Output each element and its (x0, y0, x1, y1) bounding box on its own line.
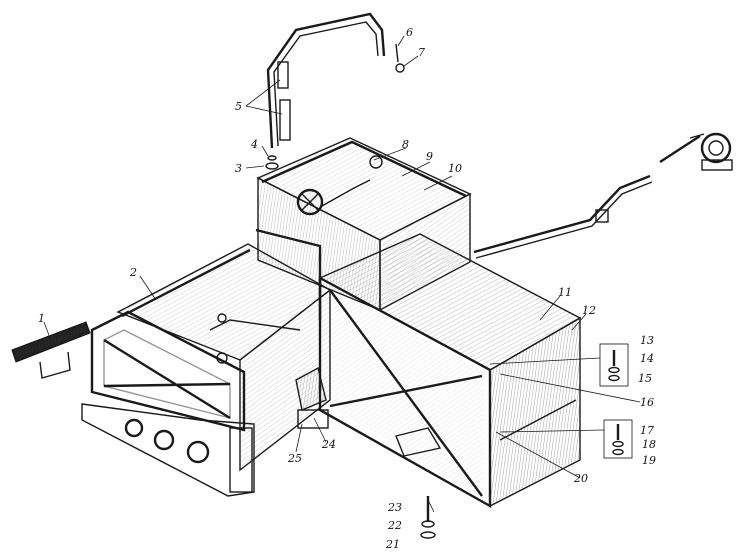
front-support-frame (81, 310, 255, 497)
label-6: 6 (406, 26, 413, 39)
label-16: 16 (640, 396, 654, 409)
label-18: 18 (642, 438, 656, 451)
label-2: 2 (129, 266, 137, 279)
label-22: 22 (387, 519, 402, 532)
fastener-set-13-15 (599, 343, 629, 387)
label-9: 9 (426, 150, 433, 163)
leader-lines (43, 35, 641, 513)
label-3: 3 (235, 162, 242, 175)
fuel-line (473, 134, 701, 259)
label-11: 11 (558, 286, 572, 299)
part-1-grip-strip (11, 321, 91, 379)
label-13: 13 (640, 334, 654, 347)
label-21: 21 (385, 538, 400, 551)
label-14: 14 (640, 352, 654, 365)
part-3-4-washer-nut (265, 155, 279, 170)
part-24-25-bracket (295, 366, 329, 429)
label-12: 12 (582, 304, 596, 317)
part-5-handle-bracket (266, 12, 386, 149)
label-24: 24 (321, 438, 336, 451)
label-7: 7 (418, 46, 425, 59)
label-20: 20 (573, 472, 588, 485)
fastener-set-17-19 (603, 419, 633, 459)
part-11-box (318, 233, 582, 509)
label-10: 10 (448, 162, 462, 175)
label-4: 4 (250, 138, 258, 151)
part-12-side-panel (489, 316, 581, 508)
fuel-pump (689, 132, 733, 171)
callout-labels: 1 2 3 4 5 6 7 8 9 10 11 12 13 14 15 16 1… (38, 26, 656, 551)
label-15: 15 (638, 372, 652, 385)
label-1: 1 (38, 312, 45, 325)
label-25: 25 (287, 452, 302, 465)
label-23: 23 (387, 501, 402, 514)
label-19: 19 (642, 454, 656, 467)
part-6-7-pin (395, 43, 405, 73)
part-2-lower-tank (116, 243, 332, 472)
label-5: 5 (235, 100, 242, 113)
label-17: 17 (640, 424, 654, 437)
label-8: 8 (402, 138, 409, 151)
